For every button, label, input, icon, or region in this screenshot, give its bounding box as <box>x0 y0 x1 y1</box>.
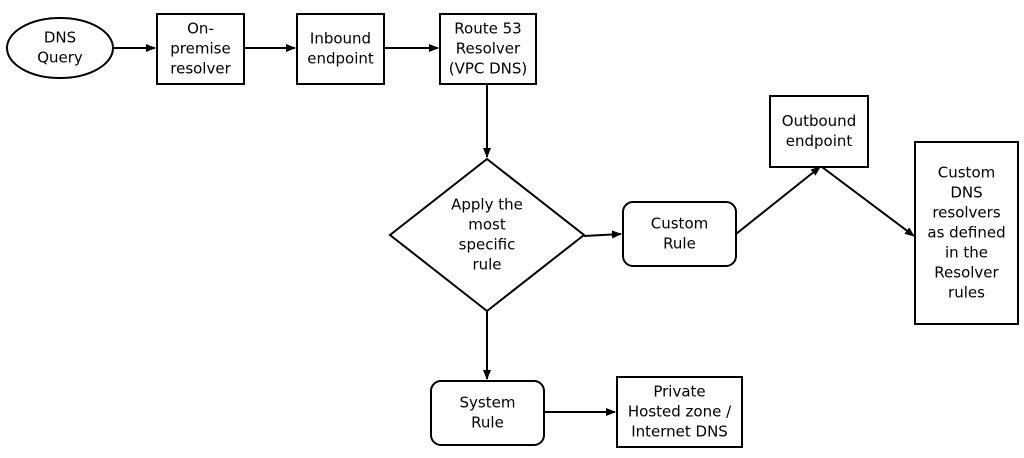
nodes-layer: DNS Query On-premise resolver Inbound endpoin… <box>6 13 1019 448</box>
node-label-line: Rule <box>471 414 504 432</box>
node-shape-inbound-endpoint <box>296 13 385 85</box>
node-apply-rule: Apply the most specific rule <box>388 157 586 313</box>
node-label-line: as defined <box>927 224 1005 242</box>
node-label-dns-query: DNS Query <box>37 29 83 67</box>
node-shape-apply-rule <box>388 157 586 313</box>
arrow-apply-rule-to-custom-rule <box>583 230 622 239</box>
node-label-route53-resolver: Route 53 Resolver (VPC DNS) <box>449 20 528 78</box>
node-label-line: Inbound <box>310 30 371 48</box>
node-label-line: specific <box>459 236 516 254</box>
node-label-line: Resolver <box>456 40 521 58</box>
node-label-line: DNS <box>950 184 982 202</box>
node-inbound-endpoint: Inbound endpoint <box>296 13 385 85</box>
node-label-line: DNS <box>44 29 76 47</box>
node-label-line: Custom <box>651 215 708 233</box>
node-label-line: On- <box>187 20 214 38</box>
node-label-line: rules <box>948 284 985 302</box>
node-label-line: most <box>468 216 506 234</box>
node-label-line: (VPC DNS) <box>449 60 528 78</box>
node-dns-query: DNS Query <box>6 17 114 79</box>
node-shape-route53-resolver <box>439 13 537 85</box>
node-label-line: Query <box>37 49 83 67</box>
node-outbound-endpoint: Outbound endpoint <box>769 95 869 168</box>
node-label-line: rule <box>472 256 501 274</box>
node-label-line: Custom <box>938 164 995 182</box>
node-on-premise-resolver: On-premise resolver <box>156 13 245 85</box>
node-label-line: System <box>460 394 516 412</box>
node-label-outbound-endpoint: Outbound endpoint <box>782 112 856 150</box>
node-label-line: Apply the <box>451 196 523 214</box>
node-shape-outbound-endpoint <box>769 95 869 168</box>
node-label-line: endpoint <box>307 50 374 68</box>
node-label-line: Internet DNS <box>631 423 728 441</box>
node-shape-on-premise-resolver <box>156 13 245 85</box>
node-shape-system-rule <box>430 380 545 446</box>
node-label-line: resolvers <box>932 204 1000 222</box>
edges-layer <box>113 44 915 416</box>
node-label-line: endpoint <box>786 132 853 150</box>
node-label-line: resolver <box>170 60 231 78</box>
node-shape-custom-rule <box>622 201 737 267</box>
node-label-apply-rule: Apply the most specific rule <box>451 196 523 274</box>
node-shape-custom-dns-resolvers <box>914 141 1019 325</box>
node-label-line: premise <box>170 40 230 58</box>
node-label-inbound-endpoint: Inbound endpoint <box>307 30 374 68</box>
node-label-line: Outbound <box>782 112 856 130</box>
node-shape-private-hosted-zone <box>616 376 743 448</box>
node-label-line: Hosted zone / <box>628 403 732 421</box>
node-shape-dns-query <box>6 17 114 79</box>
node-label-line: Private <box>653 383 705 401</box>
arrow-custom-rule-to-outbound-endpoint <box>735 166 821 235</box>
arrow-outbound-endpoint-to-custom-dns-resolvers <box>821 166 915 237</box>
node-label-line: in the <box>945 244 988 262</box>
node-label-on-premise-resolver: On-premise resolver <box>170 20 231 78</box>
node-label-line: Route 53 <box>454 20 521 38</box>
node-label-line: Resolver <box>934 264 999 282</box>
node-route53-resolver: Route 53 Resolver (VPC DNS) <box>439 13 537 85</box>
node-label-line: Rule <box>663 235 696 253</box>
